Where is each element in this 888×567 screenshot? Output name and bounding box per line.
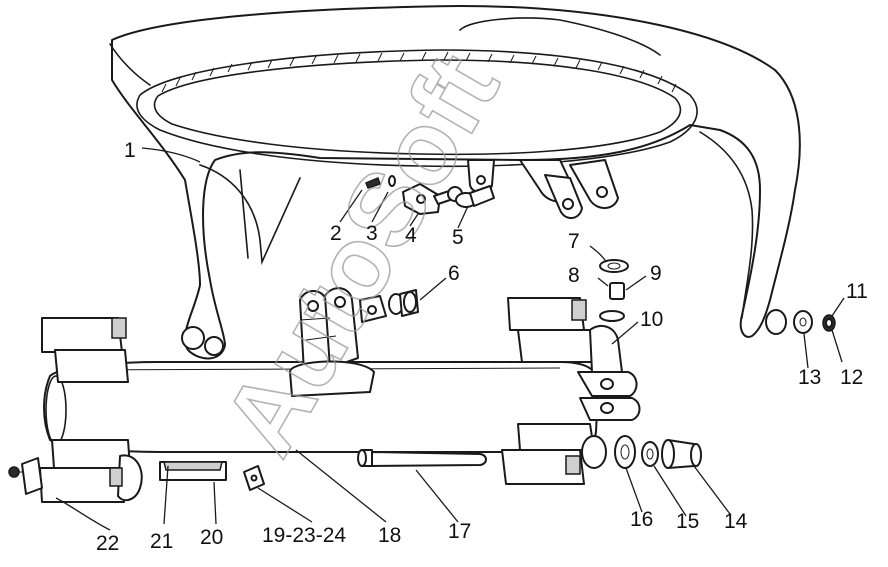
label-8: 8 xyxy=(568,264,580,287)
part-3-washer xyxy=(388,175,396,187)
label-7: 7 xyxy=(568,230,580,253)
label-20: 20 xyxy=(200,526,223,549)
label-18: 18 xyxy=(378,524,401,547)
label-2: 2 xyxy=(330,222,342,245)
label-5: 5 xyxy=(452,226,464,249)
label-12: 12 xyxy=(840,366,863,389)
part-15-washer xyxy=(641,441,659,467)
part-13-washer xyxy=(793,310,813,334)
part-20-wedge xyxy=(163,461,223,471)
part-19-bracket xyxy=(243,465,265,491)
label-10: 10 xyxy=(640,308,663,331)
label-19-23-24: 19-23-24 xyxy=(262,524,346,547)
part-7-nut xyxy=(599,259,629,273)
label-1: 1 xyxy=(124,139,136,162)
label-22: 22 xyxy=(96,532,119,555)
label-14: 14 xyxy=(724,510,748,533)
part-4-plate xyxy=(402,183,463,215)
part-8-sleeve xyxy=(609,282,625,300)
part-18-main-beam xyxy=(39,287,641,503)
label-6: 6 xyxy=(448,262,460,285)
part-9-washer xyxy=(599,310,625,322)
part-2-bolt xyxy=(365,176,381,189)
label-16: 16 xyxy=(630,508,653,531)
part-12-circlip xyxy=(822,314,836,332)
callout-leaders xyxy=(55,147,845,531)
label-4: 4 xyxy=(405,224,417,247)
label-17: 17 xyxy=(448,520,471,543)
part-6-hinge-pin xyxy=(359,289,419,323)
label-9: 9 xyxy=(650,262,662,285)
label-11: 11 xyxy=(846,280,868,303)
part-14-bushing xyxy=(661,439,702,469)
part-22-sensor xyxy=(8,457,43,495)
part-16-washer xyxy=(614,435,636,469)
label-15: 15 xyxy=(676,510,699,533)
label-3: 3 xyxy=(366,222,378,245)
label-13: 13 xyxy=(798,366,821,389)
part-17-long-pin xyxy=(357,449,487,467)
label-21: 21 xyxy=(150,530,173,553)
part-labels: 1 2 3 4 5 6 7 8 9 10 11 12 13 14 15 16 1… xyxy=(96,139,868,555)
part-5-pin xyxy=(455,185,495,208)
